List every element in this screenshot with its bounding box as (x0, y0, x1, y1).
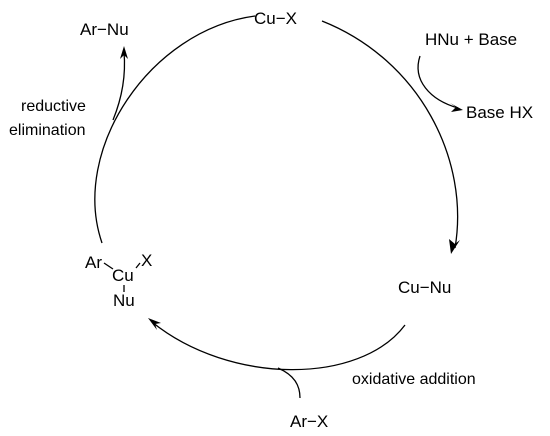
cu-nu-label: Cu−Nu (398, 278, 451, 297)
arrowhead-to-complex (148, 318, 161, 330)
complex-nu-label: Nu (113, 291, 135, 310)
arrowhead-to-cunu (449, 239, 460, 254)
ar-nu-label: Ar−Nu (80, 20, 129, 39)
reductive-label: reductive (21, 98, 86, 115)
complex-x-label: X (141, 251, 152, 270)
arc-complex-to-cux (94, 15, 256, 244)
complex-ar-label: Ar (85, 253, 102, 272)
base-hx-label: Base HX (466, 103, 533, 122)
reagent-in-out-curve (417, 55, 459, 109)
cu-complex: Ar Cu X Nu (85, 251, 152, 310)
arc-cux-to-cunu (321, 20, 459, 249)
arrowhead-to-basehx (450, 103, 463, 112)
bond-ar-cu (103, 262, 114, 270)
arrowhead-to-arnu (120, 46, 128, 59)
oxidative-addition-label: oxidative addition (352, 371, 476, 388)
bond-cu-x (135, 262, 141, 269)
arc-cunu-to-complex (151, 321, 406, 371)
arx-entry-curve (277, 367, 301, 399)
ar-x-label: Ar−X (290, 412, 328, 431)
complex-cu-label: Cu (112, 266, 134, 285)
elimination-label: elimination (9, 122, 85, 139)
cu-x-label: Cu−X (254, 9, 297, 28)
reductive-elimination-branch (112, 51, 126, 121)
hnu-base-label: HNu + Base (425, 30, 517, 49)
